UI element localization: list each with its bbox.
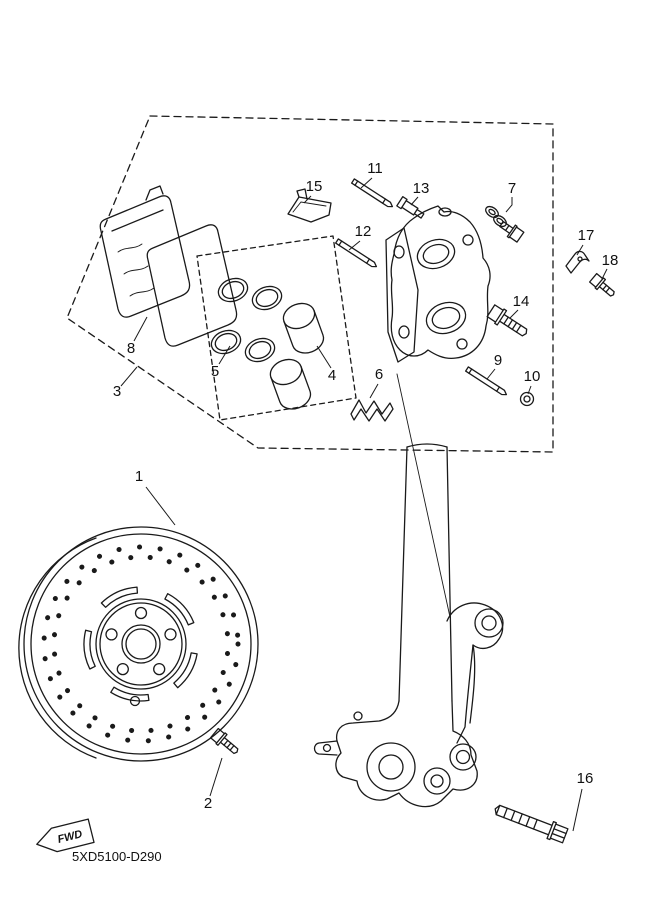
caliper-body <box>385 205 491 618</box>
caliper-bolt <box>486 304 528 337</box>
seal-kit-boundary-box <box>196 235 357 421</box>
part-label-9: 9 <box>494 352 502 369</box>
bleed-screw <box>396 196 425 219</box>
caliper-pistons <box>266 298 328 414</box>
part-label-8: 8 <box>127 340 135 357</box>
hanger-pin <box>464 366 509 398</box>
part-label-12: 12 <box>355 223 372 240</box>
part-label-10: 10 <box>524 368 541 385</box>
part-label-7: 7 <box>508 180 516 197</box>
disc-bolt <box>209 727 239 755</box>
pad-pin-upper <box>350 178 395 210</box>
part-label-3: 3 <box>113 383 121 400</box>
part-label-15: 15 <box>306 178 323 195</box>
part-label-14: 14 <box>513 293 530 310</box>
clip-bolt <box>588 272 615 297</box>
assembly-boundary-box <box>66 115 554 453</box>
brake-pads <box>99 185 238 347</box>
pad-shim <box>287 188 332 223</box>
pin-plug <box>519 391 535 407</box>
part-label-17: 17 <box>578 227 595 244</box>
pad-spring <box>350 399 394 422</box>
leader-lines <box>120 177 608 832</box>
fork-lower-leg <box>313 443 504 808</box>
part-label-18: 18 <box>602 252 619 269</box>
part-label-4: 4 <box>328 367 336 384</box>
part-label-5: 5 <box>211 363 219 380</box>
part-labels: 1 2 3 4 5 6 7 8 9 10 11 12 13 14 15 16 1… <box>113 160 619 812</box>
part-label-2: 2 <box>204 795 212 812</box>
fwd-arrow-icon: FWD <box>36 818 95 853</box>
part-label-11: 11 <box>367 160 383 177</box>
part-label-13: 13 <box>413 180 430 197</box>
retaining-clip <box>565 250 590 274</box>
union-bolt-washers <box>485 205 525 243</box>
part-label-6: 6 <box>375 366 383 383</box>
diagram-code: 5XD5100-D290 <box>72 849 162 864</box>
piston-seals <box>210 277 283 363</box>
part-label-16: 16 <box>577 770 594 787</box>
brake-disc <box>18 526 259 762</box>
bracket-bolt <box>494 804 569 844</box>
fwd-label: FWD <box>56 828 83 846</box>
part-label-1: 1 <box>135 468 143 485</box>
